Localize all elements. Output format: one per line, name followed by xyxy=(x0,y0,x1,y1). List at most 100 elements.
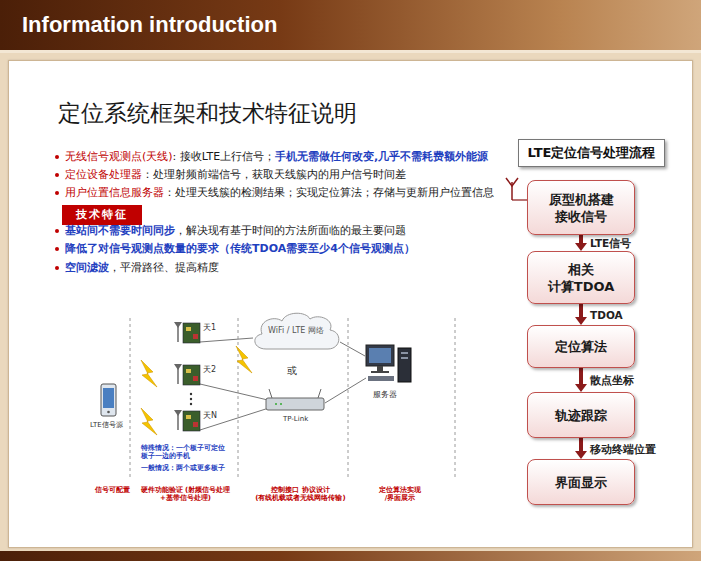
bullet-text: 基站间不需要时间同步 xyxy=(65,224,175,238)
tag-text: 技术特征 xyxy=(76,208,128,222)
antenna-board xyxy=(174,410,200,431)
process-box: 定位算法 xyxy=(527,325,635,368)
lightning-bolt xyxy=(236,346,252,373)
flow-arrow xyxy=(575,235,587,251)
bullet-dot xyxy=(55,229,59,233)
router-antenna xyxy=(318,389,321,398)
server-icon xyxy=(366,345,411,382)
lightning-bolt xyxy=(141,360,157,387)
case-note: 特殊情况：一个板子可定位 板子一边的手机 xyxy=(141,444,227,461)
section-tag: 技术特征 xyxy=(62,205,142,225)
board-body xyxy=(183,323,200,343)
board-chip xyxy=(193,422,198,427)
bullet-text: ：处理射频前端信号，获取天线簇内的用户信号时间差 xyxy=(142,168,406,182)
more-boards-dots xyxy=(190,393,192,405)
drive-bay xyxy=(401,352,408,354)
arrow-shaft xyxy=(579,438,583,452)
edge-label: 散点坐标 xyxy=(590,374,634,386)
arrow-head xyxy=(575,451,587,459)
arrow-shaft xyxy=(579,235,583,244)
phone-screen xyxy=(103,388,114,408)
process-text: 界面显示 xyxy=(555,474,607,491)
divider-line xyxy=(348,318,349,480)
stage-caption: 控制接口 协议设计 (有线机载或者无线网络传输) xyxy=(254,486,347,503)
monitor-screen xyxy=(369,348,391,363)
footer-bar xyxy=(0,551,701,561)
board-body xyxy=(183,411,200,431)
monitor-frame xyxy=(366,345,394,366)
header-stripe xyxy=(0,50,701,53)
bullet-text: ：处理天线簇的检测结果；实现定位算法；存储与更新用户位置信息 xyxy=(164,186,494,200)
flow-title-box: LTE定位信号处理流程 xyxy=(518,139,665,167)
arrow-head xyxy=(575,317,587,325)
network-wires xyxy=(200,338,366,430)
signal-bolts xyxy=(141,346,252,435)
monitor-stand xyxy=(377,366,383,371)
antenna-head xyxy=(174,410,182,416)
bullet-row: 基站间不需要时间同步，解决现有基于时间的方法所面临的最主要问题 xyxy=(55,224,406,238)
process-box: 原型机搭建 接收信号 xyxy=(527,180,635,235)
flow-arrow xyxy=(575,368,587,392)
process-text: 轨迹跟踪 xyxy=(555,407,607,424)
device-label: LTE信号源 xyxy=(90,421,123,429)
board-chip xyxy=(193,376,198,381)
monitor-base xyxy=(371,371,389,373)
cloud-shape xyxy=(255,313,339,349)
process-box: 轨迹跟踪 xyxy=(527,392,635,438)
server-tower xyxy=(398,348,411,382)
phone-button xyxy=(107,411,110,414)
arrow-head xyxy=(575,384,587,392)
stage-caption: 信号可配置 xyxy=(95,486,130,494)
process-text: 定位算法 xyxy=(555,338,607,355)
antenna-mast xyxy=(177,368,178,384)
ellipsis-dot xyxy=(190,398,192,400)
bullet-dot xyxy=(55,173,59,177)
antenna-mast xyxy=(177,414,178,430)
device-label: 服务器 xyxy=(373,390,397,400)
edge-label: 移动终端位置 xyxy=(590,443,656,455)
antenna-feed xyxy=(512,199,527,200)
antenna-head xyxy=(174,364,182,370)
antenna-board xyxy=(174,322,200,343)
bullet-dot xyxy=(55,155,59,159)
bullet-text: 无线信号观测点(天线) xyxy=(65,150,173,164)
bullet-text: 用户位置信息服务器 xyxy=(65,186,164,200)
ellipsis-dot xyxy=(190,403,192,405)
network-cloud: WiFi / LTE 网络 xyxy=(248,308,344,352)
banner-heading: Information introduction xyxy=(22,12,277,38)
slide-title: 定位系统框架和技术特征说明 xyxy=(58,99,357,127)
cloud-text: WiFi / LTE 网络 xyxy=(268,325,324,336)
board-chip xyxy=(186,327,191,331)
board-body xyxy=(183,365,200,385)
router-icon xyxy=(266,389,324,410)
wire xyxy=(325,378,366,403)
ellipsis-dot xyxy=(190,393,192,395)
bullet-dot xyxy=(55,266,59,270)
wire xyxy=(200,338,253,342)
router-antenna xyxy=(269,389,272,398)
bullet-text: ，解决现有基于时间的方法所面临的最主要问题 xyxy=(175,224,406,238)
bullet-row: 用户位置信息服务器：处理天线簇的检测结果；实现定位算法；存储与更新用户位置信息 xyxy=(55,186,494,200)
bullet-text: 手机无需做任何改变,几乎不需耗费额外能源 xyxy=(275,150,488,164)
antenna-label: 天1 xyxy=(203,323,216,333)
arrow-head xyxy=(575,243,587,251)
edge-label: TDOA xyxy=(590,309,623,321)
phone-icon xyxy=(101,384,116,416)
antenna-head xyxy=(174,322,182,328)
lightning-bolt xyxy=(141,408,157,435)
flow-title: LTE定位信号处理流程 xyxy=(528,144,656,162)
antenna-mast xyxy=(177,326,178,342)
bullet-dot xyxy=(55,191,59,195)
bullet-row: 定位设备处理器：处理射频前端信号，获取天线簇内的用户信号时间差 xyxy=(55,168,406,182)
bullet-text: 降低了对信号观测点数量的要求（传统TDOA需要至少4个信号观测点） xyxy=(65,242,415,256)
bullet-text: 空间滤波 xyxy=(65,261,109,275)
wire xyxy=(200,384,272,401)
stage-caption: 定位算法实现 /界面展示 xyxy=(378,486,422,503)
bullet-dot xyxy=(55,247,59,251)
router-led xyxy=(275,403,277,405)
drive-bay xyxy=(401,357,408,359)
router-body xyxy=(266,398,324,410)
edge-label: LTE信号 xyxy=(590,237,631,249)
board-chip xyxy=(186,415,191,419)
case-note: 一般情况：两个或更多板子 xyxy=(141,464,225,472)
